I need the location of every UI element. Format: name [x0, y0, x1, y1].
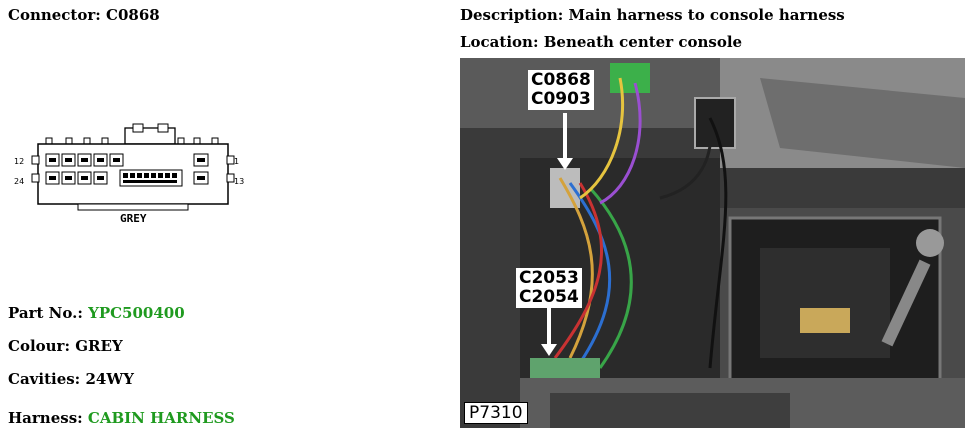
part-no-label: Part No.: [8, 304, 83, 322]
colour-line: Colour: GREY [8, 337, 123, 355]
location-photo: C0868 C0903 C2053 C2054 P7310 [460, 58, 965, 428]
callout-c0868-c0903: C0868 C0903 [528, 70, 594, 110]
pin-label-12: 12 [14, 157, 24, 166]
cavities-value: 24WY [85, 370, 134, 388]
colour-value: GREY [75, 337, 123, 355]
description-line: Description: Main harness to console har… [460, 6, 845, 24]
location-value: Beneath center console [543, 33, 743, 51]
colour-label: Colour: [8, 337, 70, 355]
callout-c0903: C0903 [531, 89, 591, 109]
connector-line: Connector: C0868 [8, 6, 160, 24]
description-value: Main harness to console harness [568, 6, 845, 24]
connector-value: C0868 [106, 6, 160, 24]
callout-c2054: C2054 [519, 287, 579, 307]
cavities-label: Cavities: [8, 370, 81, 388]
connector-label: Connector: [8, 6, 101, 24]
location-line: Location: Beneath center console [460, 33, 742, 51]
callout-c2053: C2053 [519, 268, 579, 288]
callout-c2053-c2054: C2053 C2054 [516, 268, 582, 308]
connector-face-diagram: 12 24 1 13 GREY [14, 123, 244, 225]
harness-line: Harness: CABIN HARNESS [8, 409, 235, 427]
part-no-value: YPC500400 [88, 304, 185, 322]
diagram-colour-text: GREY [120, 212, 147, 225]
harness-value: CABIN HARNESS [87, 409, 235, 427]
description-label: Description: [460, 6, 564, 24]
harness-label: Harness: [8, 409, 83, 427]
location-label: Location: [460, 33, 539, 51]
pin-label-1: 1 [234, 157, 239, 166]
photo-scene [460, 58, 965, 428]
part-no-line: Part No.: YPC500400 [8, 304, 185, 322]
photo-id: P7310 [464, 402, 528, 424]
cavities-line: Cavities: 24WY [8, 370, 134, 388]
pin-label-24: 24 [14, 177, 24, 186]
pin-label-13: 13 [234, 177, 244, 186]
callout-c0868: C0868 [531, 70, 591, 90]
